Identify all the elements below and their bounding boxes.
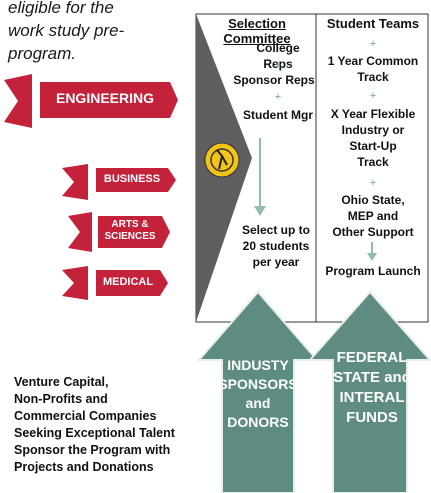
teams-line: Start-Up bbox=[349, 139, 397, 153]
ribbon-engineering-label: ENGINEERING bbox=[55, 90, 154, 106]
selection-committee-column: Selection Committee bbox=[198, 16, 316, 46]
teams-item-support: Ohio State, MEP and Other Support bbox=[318, 192, 428, 240]
teams-line: 1 Year Common bbox=[327, 54, 419, 68]
selection-note: Select up to 20 students per year bbox=[236, 222, 316, 270]
selection-note-line: 20 students bbox=[242, 239, 310, 253]
federal-label-line: INTERAL bbox=[339, 389, 405, 406]
industry-label-line: and bbox=[245, 395, 271, 411]
ribbon-business: BUSINESS bbox=[96, 173, 168, 185]
teams-line: MEP and bbox=[347, 209, 399, 223]
sponsor-line: Sponsor the Program with bbox=[14, 443, 171, 457]
industry-arrow bbox=[196, 290, 320, 493]
intro-line: program. bbox=[8, 44, 77, 63]
teams-line: X Year Flexible bbox=[330, 107, 416, 121]
ribbon-arts-sciences: ARTS & SCIENCES bbox=[98, 219, 162, 243]
ribbon-arts-shape bbox=[68, 212, 170, 252]
industry-arrow-label: INDUSTY SPONSORS and DONORS bbox=[200, 356, 316, 432]
plus-icon: + bbox=[369, 38, 377, 50]
teams-line: Other Support bbox=[332, 225, 414, 239]
federal-label-line: FEDERAL bbox=[336, 349, 408, 366]
selection-item-college: College Reps bbox=[256, 41, 300, 71]
teams-item-common-track: 1 Year Common Track bbox=[318, 53, 428, 85]
teams-launch: Program Launch bbox=[325, 264, 421, 278]
intro-text: eligible for the work study pre- program… bbox=[8, 0, 168, 65]
selection-item-sponsor: Sponsor Reps bbox=[233, 73, 315, 87]
federal-arrow bbox=[307, 290, 431, 493]
industry-label-line: INDUSTY bbox=[227, 357, 289, 373]
teams-title: Student Teams bbox=[326, 16, 420, 31]
plus-icon: + bbox=[274, 91, 282, 103]
ribbon-engineering: ENGINEERING bbox=[40, 90, 170, 106]
ribbon-medical-shape bbox=[62, 266, 168, 300]
federal-label-line: STATE and bbox=[333, 369, 411, 386]
launch-down-arrow bbox=[367, 242, 377, 261]
ribbon-medical-label: MEDICAL bbox=[102, 276, 154, 288]
teams-item-flexible-track: X Year Flexible Industry or Start-Up Tra… bbox=[318, 106, 428, 170]
plus-icon: + bbox=[274, 59, 282, 71]
intro-line: work study pre- bbox=[8, 21, 125, 40]
ribbon-arts-label-2: SCIENCES bbox=[104, 231, 156, 242]
university-logo bbox=[204, 142, 240, 178]
teams-line: Track bbox=[357, 155, 389, 169]
selection-title: Selection Committee bbox=[223, 16, 291, 46]
federal-label-line: FUNDS bbox=[346, 409, 398, 426]
sponsor-line: Commercial Companies bbox=[14, 409, 157, 423]
plus-icon: + bbox=[369, 90, 377, 102]
ribbon-medical: MEDICAL bbox=[96, 276, 160, 288]
ribbon-arts-label-1: ARTS & bbox=[111, 219, 149, 230]
ribbon-business-shape bbox=[62, 164, 176, 200]
teams-line: Ohio State, bbox=[341, 193, 405, 207]
ribbon-engineering-shape bbox=[4, 74, 178, 128]
teams-line: Industry or bbox=[341, 123, 405, 137]
selection-item-student-mgr: Student Mgr bbox=[243, 108, 313, 122]
industry-label-line: SPONSORS bbox=[218, 376, 298, 392]
sponsor-line: Venture Capital, bbox=[14, 375, 109, 389]
plus-icon: + bbox=[369, 177, 377, 189]
sponsor-line: Seeking Exceptional Talent bbox=[14, 426, 175, 440]
selection-note-line: per year bbox=[252, 255, 300, 269]
teams-line: Track bbox=[357, 70, 389, 84]
ribbon-business-label: BUSINESS bbox=[103, 173, 161, 185]
sponsor-description: Venture Capital, Non-Profits and Commerc… bbox=[14, 374, 175, 476]
sponsor-line: Projects and Donations bbox=[14, 460, 154, 474]
federal-arrow-label: FEDERAL STATE and INTERAL FUNDS bbox=[314, 348, 430, 428]
selection-down-arrow bbox=[254, 138, 266, 216]
intro-line: eligible for the bbox=[8, 0, 114, 17]
industry-label-line: DONORS bbox=[227, 414, 289, 430]
sponsor-line: Non-Profits and bbox=[14, 392, 108, 406]
selection-note-line: Select up to bbox=[241, 223, 310, 237]
